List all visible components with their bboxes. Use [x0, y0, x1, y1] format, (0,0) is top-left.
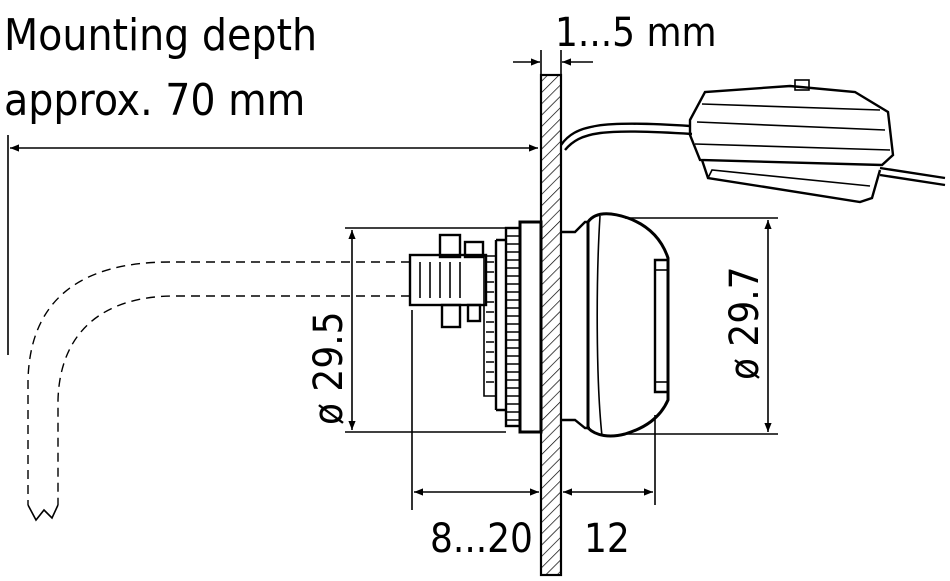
diameter-left-dimension — [345, 227, 506, 433]
button-head — [561, 212, 670, 438]
connection-cable — [27, 261, 410, 522]
protective-cap — [560, 79, 946, 204]
rear-depth-label: 8...20 — [430, 516, 533, 562]
panel-thickness-dimension — [513, 50, 593, 75]
diameter-right-label: ø 29.7 — [722, 266, 768, 380]
rear-body — [408, 220, 543, 434]
rear-depth-dimension — [411, 310, 539, 510]
mounting-depth-value: approx. 70 mm — [4, 75, 305, 126]
diameter-right-dimension — [625, 217, 778, 435]
mounting-depth-label: Mounting depth — [4, 10, 317, 61]
front-depth-label: 12 — [584, 516, 630, 562]
panel-thickness-label: 1...5 mm — [555, 10, 717, 56]
front-depth-dimension — [563, 415, 656, 505]
diameter-left-label: ø 29.5 — [306, 311, 352, 425]
mounting-panel — [539, 73, 563, 577]
mounting-depth-dimension — [7, 135, 538, 355]
